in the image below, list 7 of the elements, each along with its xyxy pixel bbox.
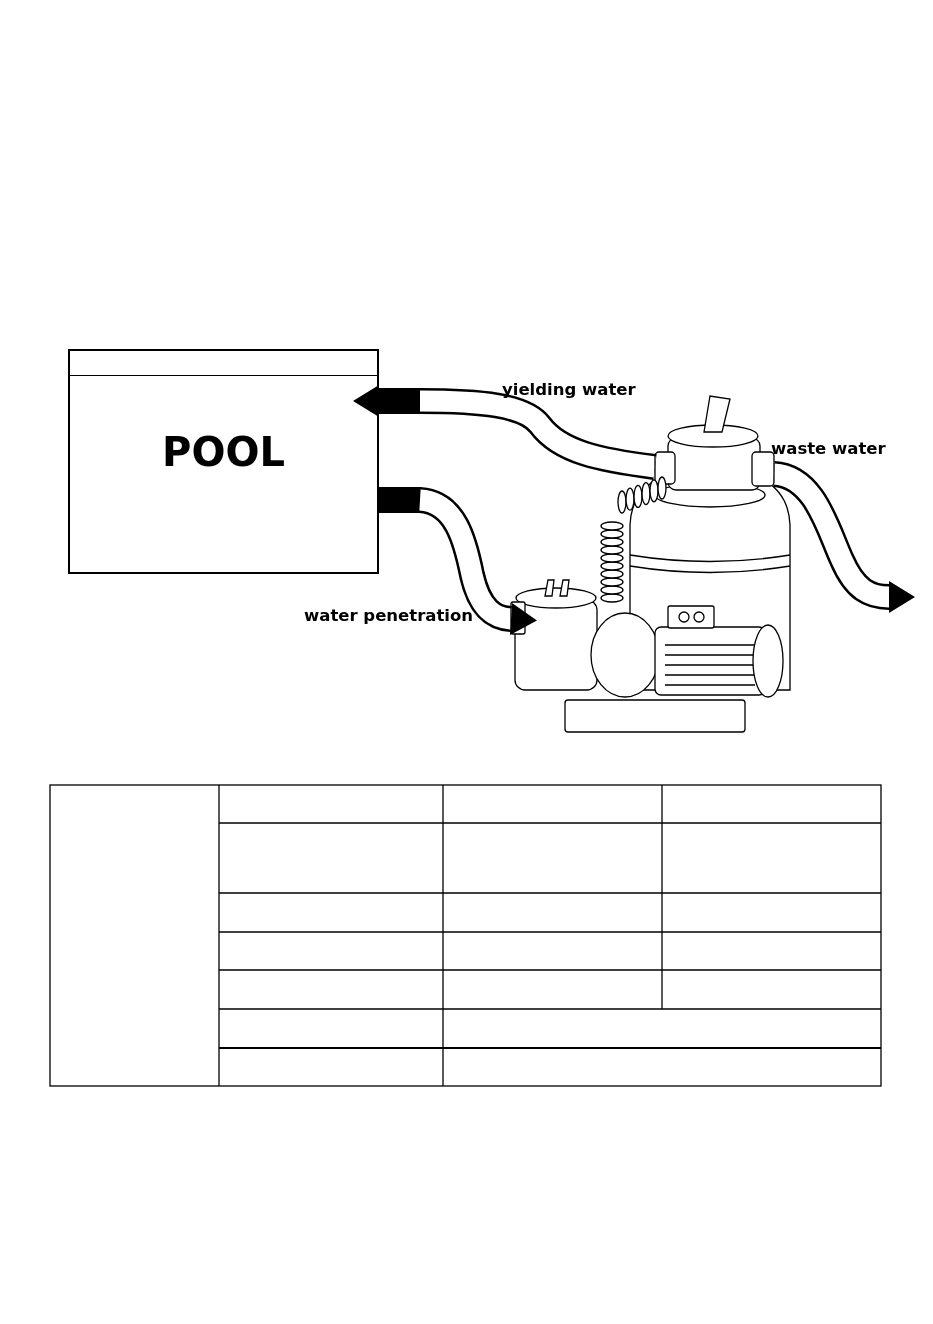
edge-label: yielding water bbox=[502, 380, 636, 399]
edge-label: water penetration bbox=[304, 606, 474, 625]
hose bbox=[353, 385, 657, 480]
edge-label: waste water bbox=[771, 439, 886, 458]
pool-label: POOL bbox=[161, 429, 286, 475]
pool-box bbox=[68, 349, 379, 574]
hose bbox=[771, 461, 915, 613]
